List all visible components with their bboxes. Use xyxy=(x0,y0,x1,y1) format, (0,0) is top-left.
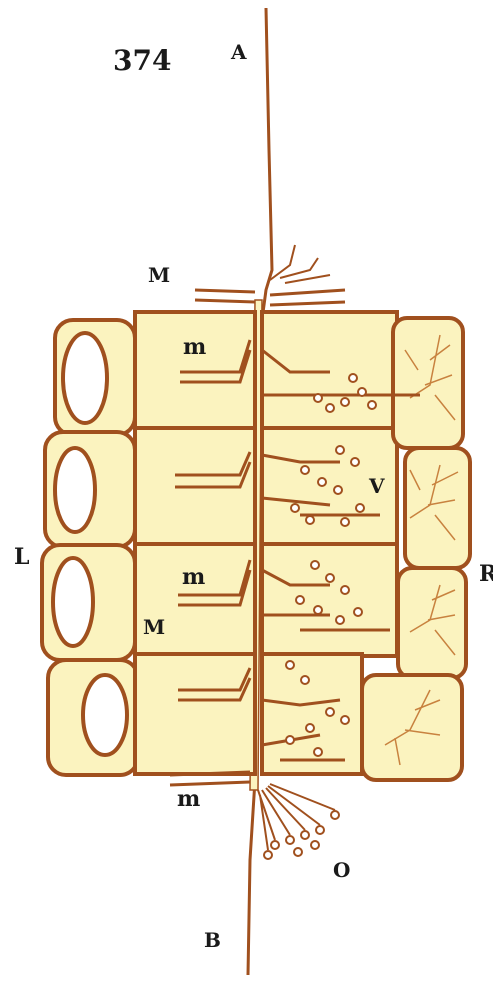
figure-number: 374 xyxy=(113,47,171,75)
upper-branch-right xyxy=(270,290,345,305)
label-l: L xyxy=(14,546,29,568)
label-m1: m xyxy=(183,336,206,358)
label-m-lower: M xyxy=(143,617,165,637)
label-m3: m xyxy=(177,788,200,810)
central-chambers xyxy=(135,312,397,774)
label-o: O xyxy=(333,860,350,880)
label-r: R xyxy=(479,563,493,585)
bottom-tuft-beads xyxy=(264,811,339,859)
label-b: B xyxy=(204,930,221,950)
label-v: V xyxy=(369,476,385,496)
bottom-tuft xyxy=(258,784,335,850)
upper-branch-left xyxy=(195,290,255,302)
label-m-upper: M xyxy=(148,265,170,285)
left-chambers xyxy=(42,320,138,775)
upper-twigs xyxy=(270,245,330,283)
label-m2: m xyxy=(182,566,205,588)
label-a: A xyxy=(231,42,247,62)
